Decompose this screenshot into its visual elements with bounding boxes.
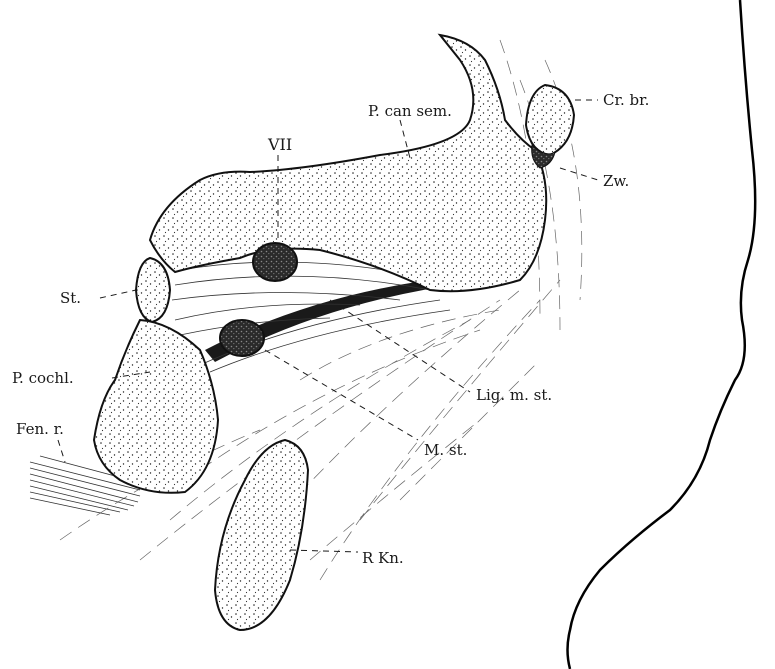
- m-st-section: [220, 320, 264, 356]
- p-can-sem-structure: [150, 35, 546, 291]
- p-cochl-structure: [94, 320, 218, 493]
- label-cr-br: Cr. br.: [603, 91, 649, 109]
- label-fen-r: Fen. r.: [16, 420, 64, 438]
- label-r-kn: R Kn.: [362, 549, 404, 567]
- label-lig-m-st: Lig. m. st.: [476, 386, 552, 404]
- r-kn-structure: [215, 440, 308, 630]
- label-zw: Zw.: [603, 172, 629, 190]
- label-p-can-sem: P. can sem.: [368, 102, 452, 120]
- crus-breve-structure: [526, 85, 574, 155]
- outer-contour: [568, 0, 756, 669]
- stapes-structure: [136, 258, 170, 322]
- label-m-st: M. st.: [424, 441, 467, 459]
- label-vii: VII: [267, 135, 292, 154]
- label-p-cochl: P. cochl.: [12, 369, 74, 387]
- label-st: St.: [60, 289, 81, 307]
- facial-nerve-section: [253, 243, 297, 281]
- labels: P. can sem. VII Cr. br. Zw. St. P. cochl…: [12, 91, 649, 567]
